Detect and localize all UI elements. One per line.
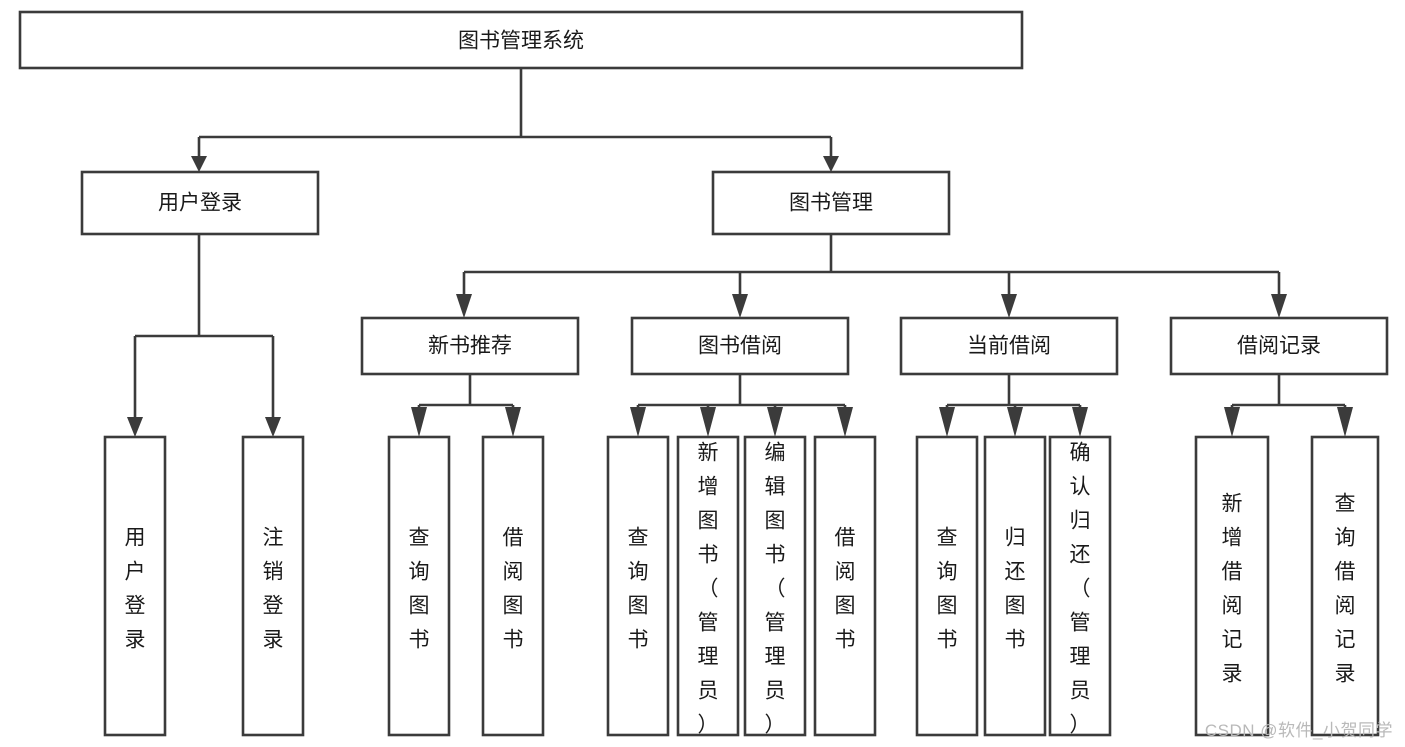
node-user-login-label: 用户登录: [158, 192, 242, 215]
node-leaf-add-record[interactable]: 新增借阅记录: [1194, 435, 1270, 737]
arrow-head-leaf-borrow-book-1: [505, 407, 521, 437]
node-book-borrow-label: 图书借阅: [698, 335, 782, 358]
node-leaf-confirm-return-label: 确认归还（管理员）: [1070, 442, 1091, 737]
node-new-book-rec-label: 新书推荐: [428, 335, 512, 358]
node-leaf-logout-box[interactable]: [241, 435, 305, 737]
node-book-manage[interactable]: 图书管理: [711, 170, 951, 236]
arrow-head-leaf-query-book-3: [939, 407, 955, 437]
csdn-watermark: CSDN @软件_小贺同学: [1204, 721, 1393, 740]
arrow-head-leaf-user-login: [127, 417, 143, 437]
node-leaf-query-book-3-label: 查询图书: [937, 527, 958, 652]
node-leaf-logout[interactable]: 注销登录: [241, 435, 305, 737]
arrow-head-leaf-confirm-return: [1072, 407, 1088, 437]
node-leaf-return-book[interactable]: 归还图书: [983, 435, 1047, 737]
node-book-borrow-box[interactable]: [630, 316, 850, 376]
node-leaf-query-book-1-box[interactable]: [387, 435, 451, 737]
node-leaf-confirm-return-box[interactable]: [1048, 435, 1112, 737]
connector-layer: [127, 68, 1353, 437]
arrow-head-user-login: [191, 156, 207, 172]
node-book-manage-box[interactable]: [711, 170, 951, 236]
node-leaf-add-record-box[interactable]: [1194, 435, 1270, 737]
node-leaf-query-record-box[interactable]: [1310, 435, 1380, 737]
node-borrow-record[interactable]: 借阅记录: [1169, 316, 1389, 376]
arrow-head-leaf-query-book-2: [630, 407, 646, 437]
node-leaf-query-book-2[interactable]: 查询图书: [606, 435, 670, 737]
arrow-head-leaf-edit-book: [767, 407, 783, 437]
node-leaf-borrow-book-1[interactable]: 借阅图书: [481, 435, 545, 737]
node-leaf-add-book-box[interactable]: [676, 435, 740, 737]
arrow-head-book-borrow: [732, 294, 748, 318]
node-leaf-borrow-book-1-box[interactable]: [481, 435, 545, 737]
node-leaf-query-book-3[interactable]: 查询图书: [915, 435, 979, 737]
node-new-book-rec-box[interactable]: [360, 316, 580, 376]
node-leaf-borrow-book-1-label: 借阅图书: [503, 527, 524, 652]
node-leaf-borrow-book-2[interactable]: 借阅图书: [813, 435, 877, 737]
arrow-head-leaf-add-record: [1224, 407, 1240, 437]
node-leaf-query-book-1[interactable]: 查询图书: [387, 435, 451, 737]
node-leaf-user-login[interactable]: 用户登录: [103, 435, 167, 737]
node-leaf-return-book-label: 归还图书: [1005, 527, 1026, 652]
node-leaf-query-book-3-box[interactable]: [915, 435, 979, 737]
node-leaf-add-book-label: 新增图书（管理员）: [698, 442, 719, 737]
node-leaf-user-login-label: 用户登录: [125, 527, 146, 652]
node-current-borrow-label: 当前借阅: [967, 335, 1051, 358]
node-current-borrow-box[interactable]: [899, 316, 1119, 376]
arrow-head-book-manage: [823, 156, 839, 172]
node-new-book-rec[interactable]: 新书推荐: [360, 316, 580, 376]
node-current-borrow[interactable]: 当前借阅: [899, 316, 1119, 376]
node-leaf-query-book-2-box[interactable]: [606, 435, 670, 737]
arrow-head-new-book-rec: [456, 294, 472, 318]
arrow-head-leaf-query-book-1: [411, 407, 427, 437]
arrow-head-leaf-logout: [265, 417, 281, 437]
node-leaf-edit-book-label: 编辑图书（管理员）: [765, 442, 786, 737]
node-leaf-edit-book[interactable]: 编辑图书（管理员）: [743, 435, 807, 737]
arrow-head-borrow-record: [1271, 294, 1287, 318]
node-user-login[interactable]: 用户登录: [80, 170, 320, 236]
node-leaf-add-book[interactable]: 新增图书（管理员）: [676, 435, 740, 737]
node-borrow-record-box[interactable]: [1169, 316, 1389, 376]
node-leaf-logout-label: 注销登录: [263, 527, 284, 652]
node-root-label: 图书管理系统: [458, 30, 584, 53]
node-root[interactable]: 图书管理系统: [18, 10, 1024, 70]
node-leaf-borrow-book-2-label: 借阅图书: [835, 527, 856, 652]
node-book-borrow[interactable]: 图书借阅: [630, 316, 850, 376]
arrow-head-leaf-query-record: [1337, 407, 1353, 437]
node-borrow-record-label: 借阅记录: [1237, 335, 1321, 358]
node-leaf-user-login-box[interactable]: [103, 435, 167, 737]
arrow-head-leaf-return-book: [1007, 407, 1023, 437]
node-book-manage-label: 图书管理: [789, 192, 873, 215]
node-leaf-edit-book-box[interactable]: [743, 435, 807, 737]
node-leaf-return-book-box[interactable]: [983, 435, 1047, 737]
node-root-box[interactable]: [18, 10, 1024, 70]
arrow-head-leaf-add-book: [700, 407, 716, 437]
node-leaf-confirm-return[interactable]: 确认归还（管理员）: [1048, 435, 1112, 737]
node-user-login-box[interactable]: [80, 170, 320, 236]
node-leaf-query-book-2-label: 查询图书: [628, 527, 649, 652]
arrow-head-current-borrow: [1001, 294, 1017, 318]
node-leaf-query-record[interactable]: 查询借阅记录: [1310, 435, 1380, 737]
node-leaf-add-record-label: 新增借阅记录: [1222, 493, 1243, 686]
node-leaf-query-record-label: 查询借阅记录: [1335, 493, 1356, 686]
arrow-head-leaf-borrow-book-2: [837, 407, 853, 437]
node-leaf-borrow-book-2-box[interactable]: [813, 435, 877, 737]
node-leaf-query-book-1-label: 查询图书: [409, 527, 430, 652]
